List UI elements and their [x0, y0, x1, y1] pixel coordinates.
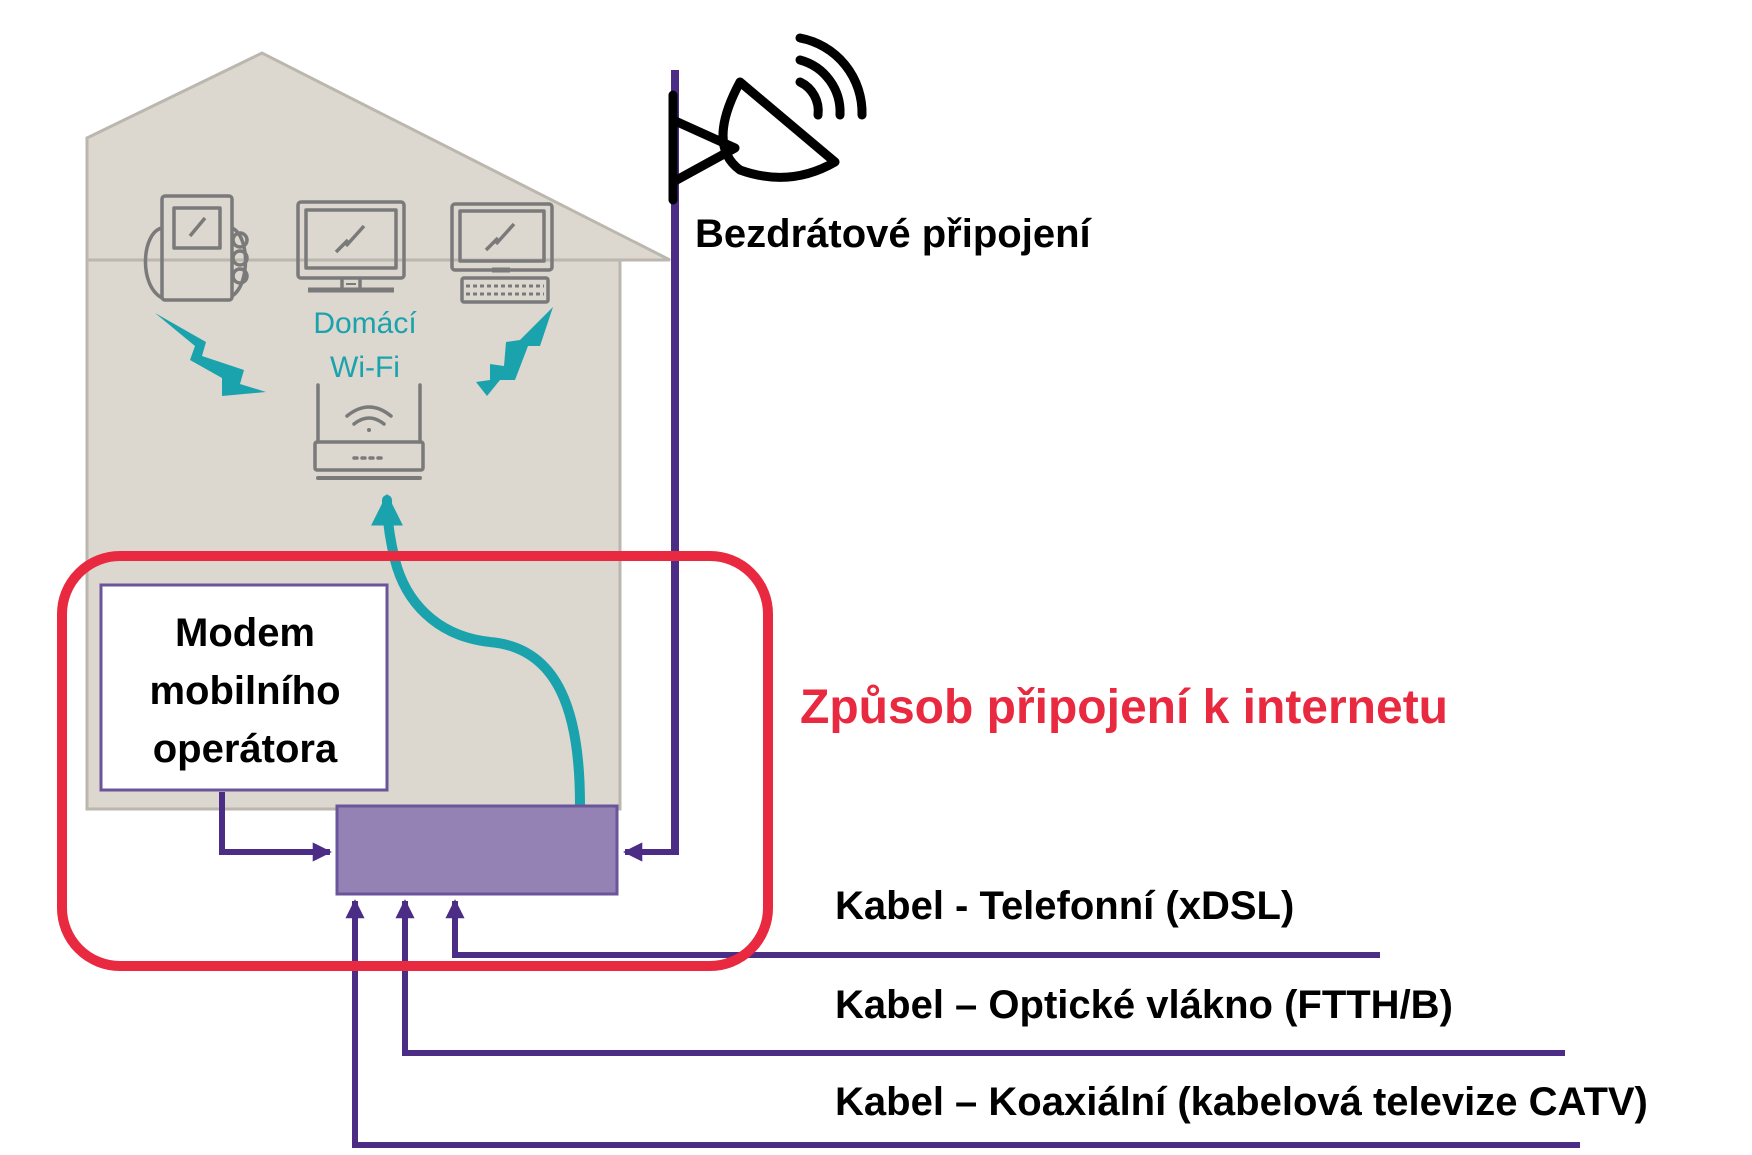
cable-coax-line [345, 899, 1580, 1148]
wifi-uplink-line [371, 493, 585, 810]
wireless-connection-label: Bezdrátové připojení [695, 212, 1091, 256]
modem-label-line-1: Modem [175, 611, 315, 655]
satellite-dish-icon [668, 33, 867, 205]
modem-label-line-2: mobilního [149, 669, 341, 713]
cable-fiber-label: Kabel – Optické vlákno (FTTH/B) [835, 983, 1453, 1027]
modem-label-line-3: operátora [152, 727, 338, 771]
modem-label: Modem mobilního operátora [102, 604, 388, 778]
cable-coax-label: Kabel – Koaxiální (kabelová televize CAT… [835, 1080, 1648, 1124]
home-wifi-label-line-2: Wi-Fi [330, 351, 400, 384]
wifi-signal-left-icon [155, 313, 266, 396]
home-wifi-label-line-1: Domácí [313, 307, 417, 340]
access-device-box [335, 804, 619, 896]
wifi-router-icon [313, 383, 425, 480]
connection-highlight-frame [57, 551, 773, 971]
wifi-signal-right-icon [476, 307, 553, 396]
connection-method-title: Způsob připojení k internetu [800, 681, 1448, 734]
cable-fiber-line [395, 899, 1565, 1056]
home-wifi-label: Domácí Wi-Fi [280, 302, 450, 390]
cable-dsl-line [445, 899, 1380, 958]
cable-dsl-label: Kabel - Telefonní (xDSL) [835, 884, 1295, 928]
modem-to-device-line [219, 792, 332, 862]
desktop-computer-icon [450, 202, 554, 304]
monitor-icon [296, 200, 406, 293]
desk-phone-icon [143, 194, 249, 302]
modem-box [99, 583, 389, 792]
